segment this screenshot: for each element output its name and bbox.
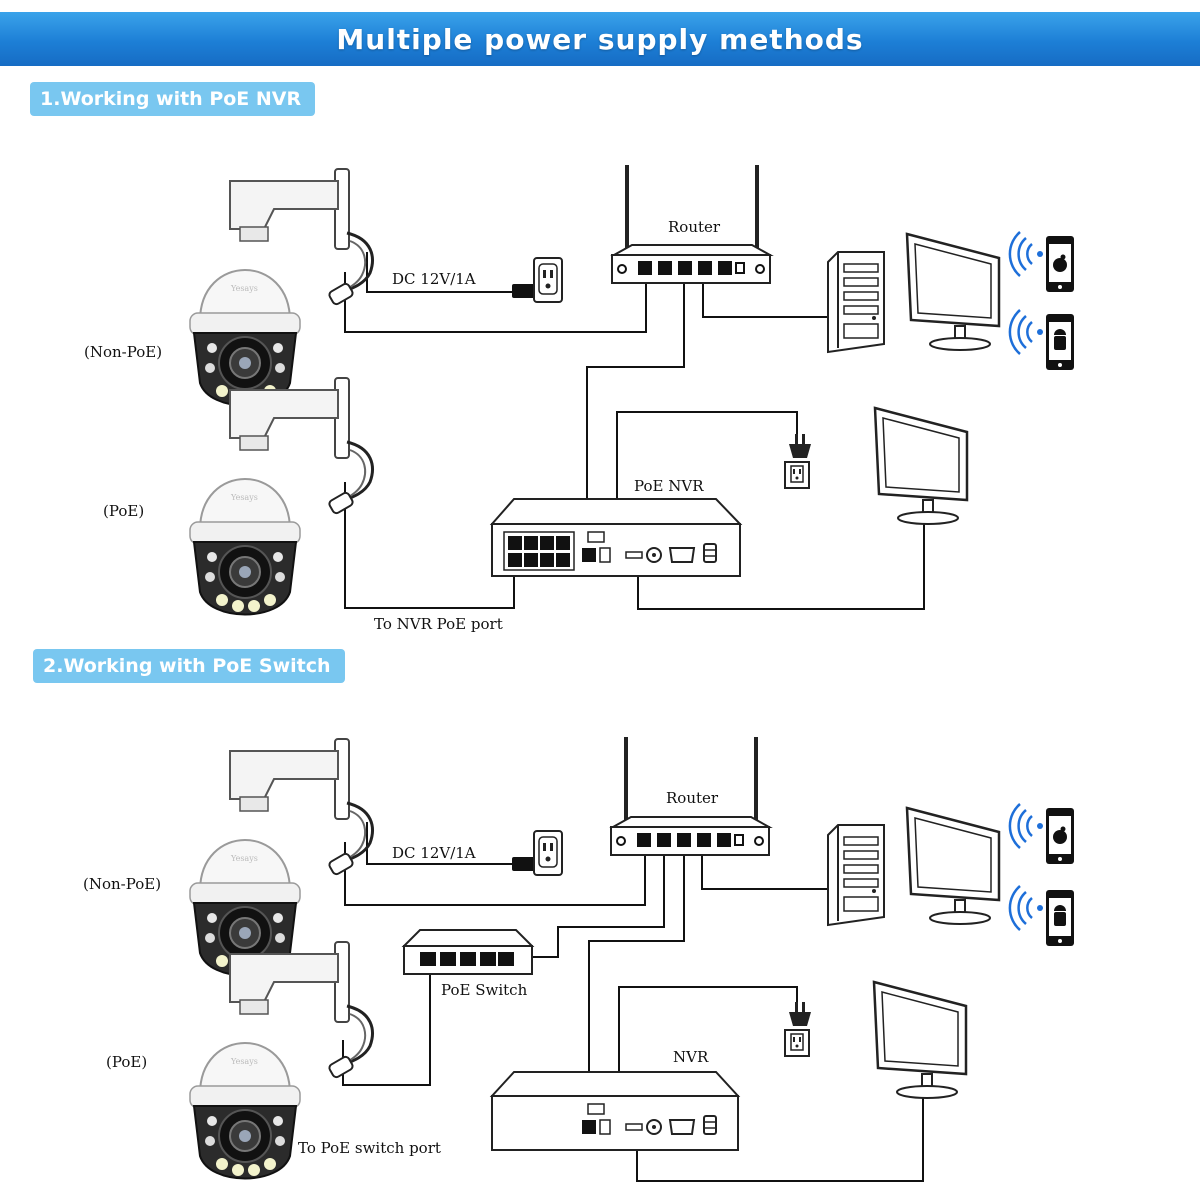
power-plug-icon — [784, 1001, 812, 1057]
monitor-icon — [905, 232, 1001, 352]
section-1-heading: 1.Working with PoE NVR — [30, 82, 316, 116]
wifi-signal-icon — [1008, 884, 1045, 932]
power-outlet-icon — [533, 257, 563, 303]
camera-label-poe: (PoE) — [106, 1053, 147, 1071]
nvr-label: NVR — [673, 1048, 709, 1066]
section-2-heading: 2.Working with PoE Switch — [33, 649, 345, 683]
poe-switch-port-label: To PoE switch port — [298, 1139, 441, 1157]
android-phone-icon — [1046, 890, 1074, 946]
monitor-icon — [872, 980, 968, 1100]
nvr-label: PoE NVR — [634, 477, 704, 495]
poe-switch-icon — [401, 929, 535, 975]
monitor-icon — [873, 406, 969, 526]
wifi-signal-icon — [1008, 308, 1045, 356]
power-outlet-icon — [533, 830, 563, 876]
android-phone-icon — [1046, 314, 1074, 370]
monitor-icon — [905, 806, 1001, 926]
wifi-signal-icon — [1008, 230, 1045, 278]
brand-mark: Yesays — [230, 493, 258, 502]
dc-power-label: DC 12V/1A — [392, 844, 476, 862]
apple-phone-icon — [1046, 236, 1074, 292]
nvr-icon — [489, 1071, 741, 1151]
title-banner: Multiple power supply methods — [0, 12, 1200, 66]
poe-switch-label: PoE Switch — [441, 981, 528, 999]
nvr-icon — [489, 498, 743, 577]
ptz-camera-icon — [188, 167, 374, 407]
ptz-camera-icon — [188, 737, 374, 977]
camera-label-non-poe: (Non-PoE) — [84, 343, 162, 361]
camera-label-non-poe: (Non-PoE) — [83, 875, 161, 893]
power-plug-icon — [784, 433, 812, 489]
dc-adapter-icon — [512, 857, 538, 871]
brand-mark: Yesays — [230, 1057, 258, 1066]
pc-tower-icon — [827, 251, 885, 353]
section-1-wires — [344, 252, 925, 610]
pc-tower-icon — [827, 824, 885, 926]
router-label: Router — [668, 218, 721, 236]
brand-mark: Yesays — [230, 284, 258, 293]
dc-adapter-icon — [512, 284, 538, 298]
wifi-signal-icon — [1008, 802, 1045, 850]
apple-phone-icon — [1046, 808, 1074, 864]
nvr-port-label: To NVR PoE port — [374, 615, 503, 633]
camera-label-poe: (PoE) — [103, 502, 144, 520]
dc-power-label: DC 12V/1A — [392, 270, 476, 288]
router-label: Router — [666, 789, 719, 807]
brand-mark: Yesays — [230, 854, 258, 863]
page-title: Multiple power supply methods — [336, 22, 864, 56]
